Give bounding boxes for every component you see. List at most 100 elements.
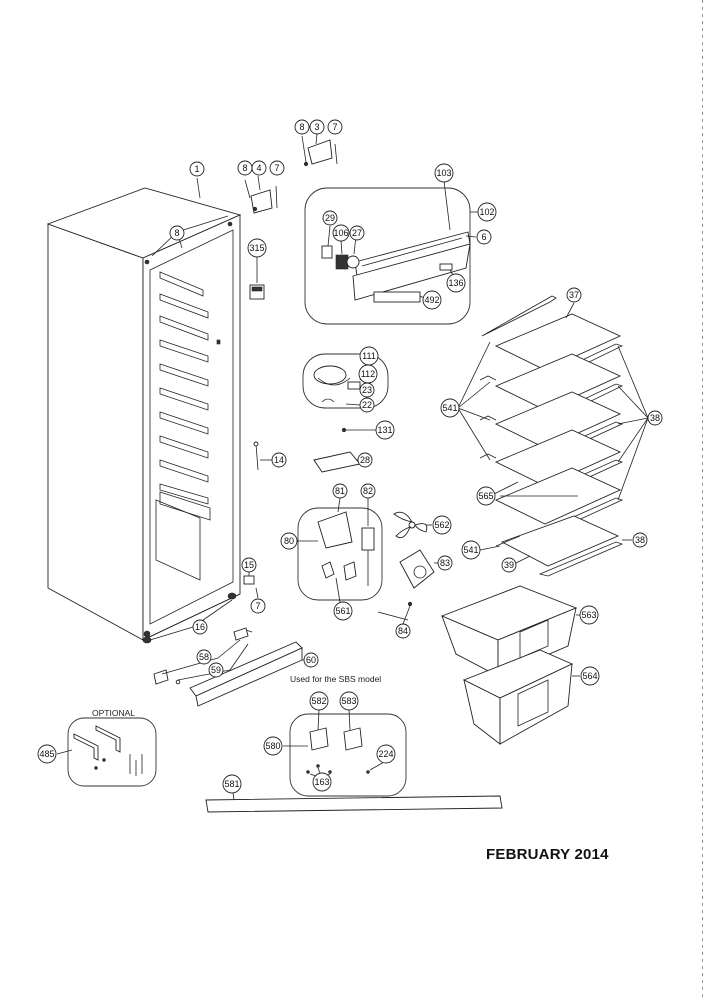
svg-text:8: 8 — [242, 163, 247, 173]
svg-text:106: 106 — [333, 228, 348, 238]
callout-58: 58 — [196, 649, 212, 665]
svg-text:492: 492 — [424, 295, 439, 305]
callout-3: 3 — [309, 119, 325, 135]
callout-163: 163 — [312, 772, 332, 792]
callout-6: 6 — [476, 229, 492, 245]
callout-28: 28 — [357, 452, 373, 468]
callout-541b: 541 — [461, 540, 481, 560]
svg-text:7: 7 — [332, 122, 337, 132]
svg-text:580: 580 — [265, 741, 280, 751]
callout-136: 136 — [446, 273, 466, 293]
fan-motor-cover — [399, 549, 438, 589]
callout-82: 82 — [360, 483, 376, 499]
optional-group-outline — [67, 717, 157, 787]
svg-text:1: 1 — [194, 164, 199, 174]
callout-111: 111 — [359, 346, 379, 366]
svg-text:4: 4 — [256, 163, 261, 173]
svg-text:7: 7 — [255, 601, 260, 611]
callout-582: 582 — [309, 691, 329, 711]
svg-text:84: 84 — [398, 626, 408, 636]
callout-38b: 38 — [632, 532, 648, 548]
optional-label: OPTIONAL — [92, 708, 135, 718]
callout-7b: 7 — [269, 160, 285, 176]
callout-14: 14 — [271, 452, 287, 468]
svg-text:23: 23 — [362, 385, 372, 395]
part-28-cover — [313, 451, 361, 473]
callout-27: 27 — [349, 225, 365, 241]
callout-set: 1 8 8 3 7 8 4 7 315 103 102 6 29 106 27 … — [37, 119, 663, 794]
svg-text:112: 112 — [361, 369, 375, 379]
svg-text:564: 564 — [582, 671, 597, 681]
callout-4: 4 — [251, 160, 267, 176]
optional-brackets — [73, 725, 143, 776]
glass-shelves — [479, 295, 624, 577]
callout-7c: 7 — [250, 598, 266, 614]
callout-29: 29 — [322, 210, 338, 226]
callout-492: 492 — [422, 290, 442, 310]
svg-text:582: 582 — [311, 696, 326, 706]
callout-315: 315 — [247, 238, 267, 258]
callout-564: 564 — [580, 666, 600, 686]
svg-text:163: 163 — [314, 777, 329, 787]
callout-38a: 38 — [647, 410, 663, 426]
callout-580: 580 — [263, 736, 283, 756]
svg-text:315: 315 — [249, 243, 264, 253]
svg-text:81: 81 — [335, 486, 345, 496]
callout-23: 23 — [359, 382, 375, 398]
callout-83: 83 — [437, 555, 453, 571]
svg-text:565: 565 — [478, 491, 493, 501]
callout-106: 106 — [332, 224, 350, 242]
svg-text:15: 15 — [244, 560, 254, 570]
callout-102: 102 — [477, 202, 497, 222]
part-315 — [249, 256, 265, 300]
sbs-model-note: Used for the SBS model — [290, 674, 381, 684]
svg-text:102: 102 — [479, 207, 494, 217]
svg-text:8: 8 — [174, 228, 179, 238]
callout-485: 485 — [37, 744, 57, 764]
lamp-group-outline — [302, 353, 389, 409]
svg-text:485: 485 — [39, 749, 54, 759]
callout-59: 59 — [208, 662, 224, 678]
shelf-6 — [500, 515, 624, 577]
lamp-assembly — [313, 365, 361, 403]
sbs-group-outline — [289, 713, 407, 797]
callout-1: 1 — [189, 161, 205, 177]
svg-text:561: 561 — [335, 606, 350, 616]
strip-581 — [205, 795, 503, 813]
callout-224: 224 — [376, 744, 396, 764]
svg-text:38: 38 — [650, 413, 660, 423]
callout-581: 581 — [222, 774, 242, 794]
svg-text:59: 59 — [211, 665, 221, 675]
svg-text:541: 541 — [463, 545, 478, 555]
svg-text:39: 39 — [504, 560, 514, 570]
svg-text:6: 6 — [481, 232, 486, 242]
svg-text:103: 103 — [436, 168, 451, 178]
svg-text:14: 14 — [274, 455, 284, 465]
svg-text:82: 82 — [363, 486, 373, 496]
callout-103: 103 — [434, 163, 454, 183]
fan-bracket — [317, 511, 375, 586]
control-housing-group-outline — [304, 187, 471, 325]
cabinet-body — [46, 187, 242, 641]
hinge-bracket-top — [301, 135, 338, 167]
callout-563: 563 — [579, 605, 599, 625]
callout-7a: 7 — [327, 119, 343, 135]
sbs-brackets — [306, 727, 370, 774]
callout-583: 583 — [339, 691, 359, 711]
svg-text:3: 3 — [314, 122, 319, 132]
hinge-bracket-middle — [244, 179, 278, 214]
callout-561: 561 — [333, 601, 353, 621]
callout-8b: 8 — [294, 119, 310, 135]
callout-562: 562 — [432, 515, 452, 535]
callout-565: 565 — [476, 486, 496, 506]
bottom-hinge-parts — [153, 627, 253, 685]
svg-text:83: 83 — [440, 558, 450, 568]
callout-8c: 8 — [237, 160, 253, 176]
svg-text:562: 562 — [434, 520, 449, 530]
callout-22: 22 — [359, 397, 375, 413]
svg-text:58: 58 — [199, 652, 209, 662]
callout-541a: 541 — [440, 398, 460, 418]
fan-blade — [393, 511, 432, 539]
svg-text:7: 7 — [274, 163, 279, 173]
